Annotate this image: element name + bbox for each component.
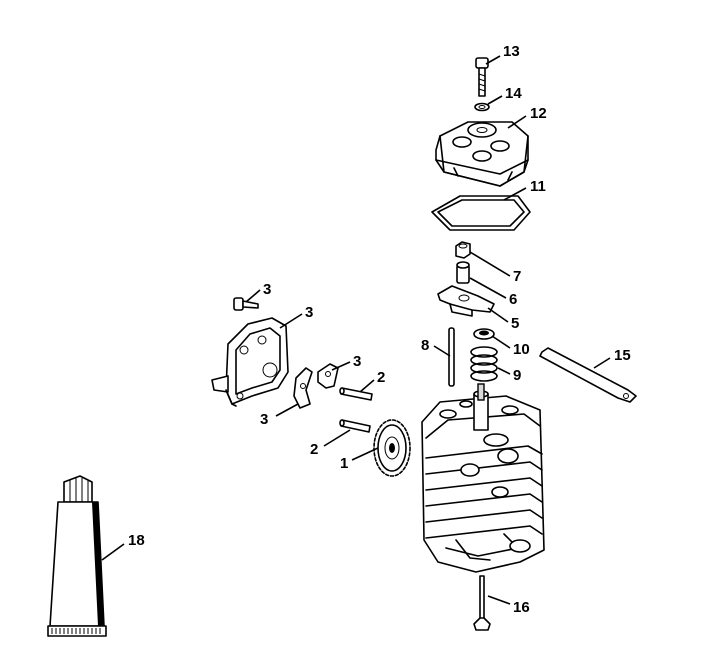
part-2-shaft-upper [339, 387, 373, 401]
callout-8: 6 [509, 291, 517, 308]
part-18-grease-tube [47, 475, 107, 637]
leader-2b [323, 429, 351, 447]
callout-2-upper: 2 [377, 369, 385, 386]
leader-7 [487, 307, 509, 323]
part-13-gasket [431, 195, 531, 231]
callout-2-lower: 2 [310, 441, 318, 458]
leader-10 [487, 595, 511, 605]
part-3-cam-follower-upper [317, 363, 339, 389]
callout-6: 8 [421, 337, 429, 354]
leader-3a [331, 361, 351, 371]
part-9-nut [455, 241, 471, 259]
leader-6 [433, 345, 451, 357]
part-2-shaft-lower [339, 419, 371, 433]
part-10-valve [473, 575, 491, 631]
callout-labels: 13 14 12 11 7 6 5 10 9 8 15 3 3 3 3 3 3 … [263, 43, 631, 384]
callout-11: 9 [513, 367, 521, 384]
leader-5 [245, 289, 261, 303]
callout-labels-repeated-parts: 3 2 3 2 1 18 16 [128, 353, 530, 616]
callout-18: 18 [128, 532, 145, 549]
callout-13: 11 [530, 178, 546, 195]
leader-18 [101, 543, 125, 561]
callout-15: 13 [503, 43, 520, 60]
leader-3b [275, 403, 299, 417]
callout-5: 3 [263, 281, 271, 298]
leader-2a [359, 379, 375, 393]
part-12-spring-retainer [473, 328, 495, 340]
leader-17 [593, 357, 611, 369]
callout-17: 15 [614, 347, 631, 364]
part-7-rocker-arm [437, 285, 495, 317]
part-14-valve-cover [435, 121, 529, 187]
cylinder [421, 383, 545, 573]
part-5-screw [233, 297, 259, 311]
callout-9: 7 [513, 268, 521, 285]
part-1-camshaft-gear [373, 419, 411, 477]
leader-12 [491, 335, 511, 349]
leader-16 [487, 95, 503, 105]
part-6-push-rod [448, 327, 455, 387]
part-3-cam-follower-lower [293, 367, 313, 409]
leader-lines [101, 55, 611, 605]
callout-4: 3 [305, 304, 313, 321]
callout-16: 14 [505, 85, 522, 102]
leader-9 [469, 251, 511, 277]
part-11-valve-spring [470, 346, 498, 382]
leader-11 [497, 367, 511, 375]
leader-14 [507, 115, 527, 129]
leader-8 [469, 277, 507, 299]
callout-12: 10 [513, 341, 530, 358]
leader-15 [485, 55, 501, 65]
callout-3-lower: 3 [260, 411, 268, 428]
callout-10: 16 [513, 599, 530, 616]
part-16-washer [474, 102, 490, 112]
callout-7: 5 [511, 315, 519, 332]
callout-1: 1 [340, 455, 348, 472]
part-4-housing-cover [211, 317, 289, 407]
part-17-tool [539, 347, 637, 403]
leader-4 [279, 313, 303, 329]
leader-1 [351, 447, 379, 461]
callout-14: 12 [530, 105, 547, 122]
part-8-sleeve [456, 261, 470, 284]
callout-3-right-top: 3 [353, 353, 361, 370]
leader-13 [503, 187, 527, 201]
